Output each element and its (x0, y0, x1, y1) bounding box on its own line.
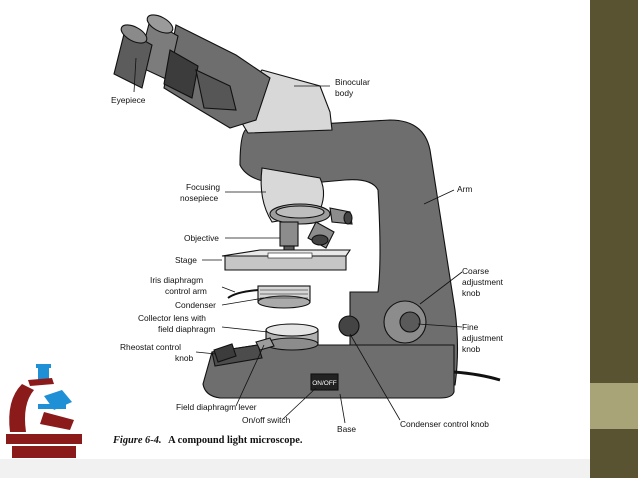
side-accent (590, 383, 638, 429)
eyepiece-tubes (113, 14, 271, 129)
label-iris-diaphragm-line1: Iris diaphragm (150, 275, 203, 285)
label-iris-diaphragm-line2: control arm (165, 286, 207, 296)
onoff-switch (310, 373, 339, 391)
label-binocular-body-line1: Binocular (335, 77, 370, 87)
label-focusing-nosepiece-line2: nosepiece (180, 193, 219, 203)
label-coarse-line3: knob (462, 288, 481, 298)
collector-lens (265, 323, 319, 351)
leader-lines (133, 57, 463, 424)
caption-title: A compound light microscope. (168, 435, 303, 446)
rheostat-knob (213, 343, 237, 363)
label-eyepiece: Eyepiece (111, 95, 146, 105)
label-coarse-line1: Coarse (462, 266, 489, 276)
bottom-band (0, 459, 590, 478)
fine-adjustment-knob (399, 311, 421, 333)
label-stage: Stage (175, 255, 197, 265)
figure-caption: Figure 6-4. A compound light microscope. (112, 435, 303, 446)
label-collector-lens-line1: Collector lens with (138, 313, 206, 323)
stage (221, 249, 352, 271)
microscope-illustration: ON/OFF (113, 14, 501, 399)
base (202, 344, 455, 399)
label-condenser: Condenser (175, 300, 216, 310)
field-diaphragm-lever-shape (255, 337, 275, 351)
microscope-logo (6, 364, 82, 458)
label-binocular-body-line2: body (335, 88, 354, 98)
label-focusing-nosepiece-line1: Focusing (186, 182, 220, 192)
label-fine-line1: Fine (462, 322, 479, 332)
condenser (227, 285, 311, 309)
labels: Eyepiece Binocular body Focusing nosepie… (111, 77, 504, 434)
onoff-switch-text: ON/OFF (312, 380, 337, 387)
label-arm: Arm (457, 184, 472, 194)
label-fine-line2: adjustment (462, 333, 504, 343)
label-objective: Objective (184, 233, 219, 243)
condenser-control-knob (338, 315, 360, 337)
label-onoff-switch: On/off switch (242, 415, 291, 425)
label-condenser-control-knob: Condenser control knob (400, 419, 489, 429)
label-base: Base (337, 424, 356, 434)
label-field-diaphragm-lever: Field diaphragm lever (176, 402, 257, 412)
label-collector-lens-line2: field diaphragm (158, 324, 215, 334)
label-rheostat-line2: knob (175, 353, 194, 363)
label-fine-line3: knob (462, 344, 481, 354)
objectives (279, 207, 353, 257)
label-rheostat-line1: Rheostat control (120, 342, 181, 352)
label-coarse-line2: adjustment (462, 277, 504, 287)
caption-figure-number: Figure 6-4. (112, 435, 162, 446)
